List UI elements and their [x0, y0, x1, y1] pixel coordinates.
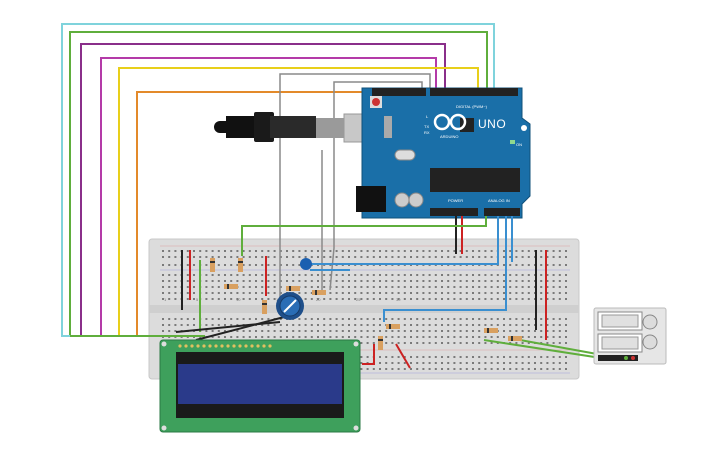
wire-green: [69, 31, 488, 336]
gray-wires[interactable]: [279, 73, 431, 300]
potentiometer[interactable]: [276, 292, 304, 320]
power-label: POWER: [448, 198, 463, 203]
resistor: [286, 286, 300, 291]
resistor: [386, 324, 400, 329]
resistors[interactable]: [210, 258, 522, 350]
uno-label: UNO: [478, 117, 506, 131]
resistor: [378, 336, 383, 350]
row-number: 5: [196, 297, 199, 302]
resistor: [484, 328, 498, 333]
resistor: [210, 258, 215, 272]
l-label: L: [426, 114, 429, 119]
tx-label: TX: [424, 124, 429, 129]
resistor: [312, 290, 326, 295]
row-number: 1: [164, 297, 167, 302]
lcd-pins: [178, 344, 272, 348]
resistor: [262, 300, 267, 314]
rx-label: RX: [424, 130, 430, 135]
brand-label: ARDUINO: [440, 134, 458, 139]
arduino-logo: [433, 113, 467, 131]
resistor: [508, 336, 522, 341]
wire-magenta: [100, 57, 437, 336]
digital-label: DIGITAL (PWM~): [456, 104, 488, 109]
row-number: 20: [316, 297, 321, 302]
resistor: [238, 258, 243, 272]
lcd-display[interactable]: [159, 339, 361, 433]
arduino-uno[interactable]: UNO ARDUINO DIGITAL (PWM~) POWER ANALOG …: [356, 87, 531, 219]
row-number: 30: [396, 297, 401, 302]
row-number: 25: [356, 297, 361, 302]
wire-yellow: [118, 67, 479, 336]
on-label: ON: [516, 142, 522, 147]
usb-cable: [214, 112, 385, 143]
row-number: 10: [236, 297, 241, 302]
resistor: [224, 284, 238, 289]
capacitor[interactable]: [300, 258, 312, 270]
power-wires[interactable]: [241, 216, 513, 322]
analog-label: ANALOG IN: [488, 198, 510, 203]
ultrasonic-sensor[interactable]: [593, 307, 667, 365]
